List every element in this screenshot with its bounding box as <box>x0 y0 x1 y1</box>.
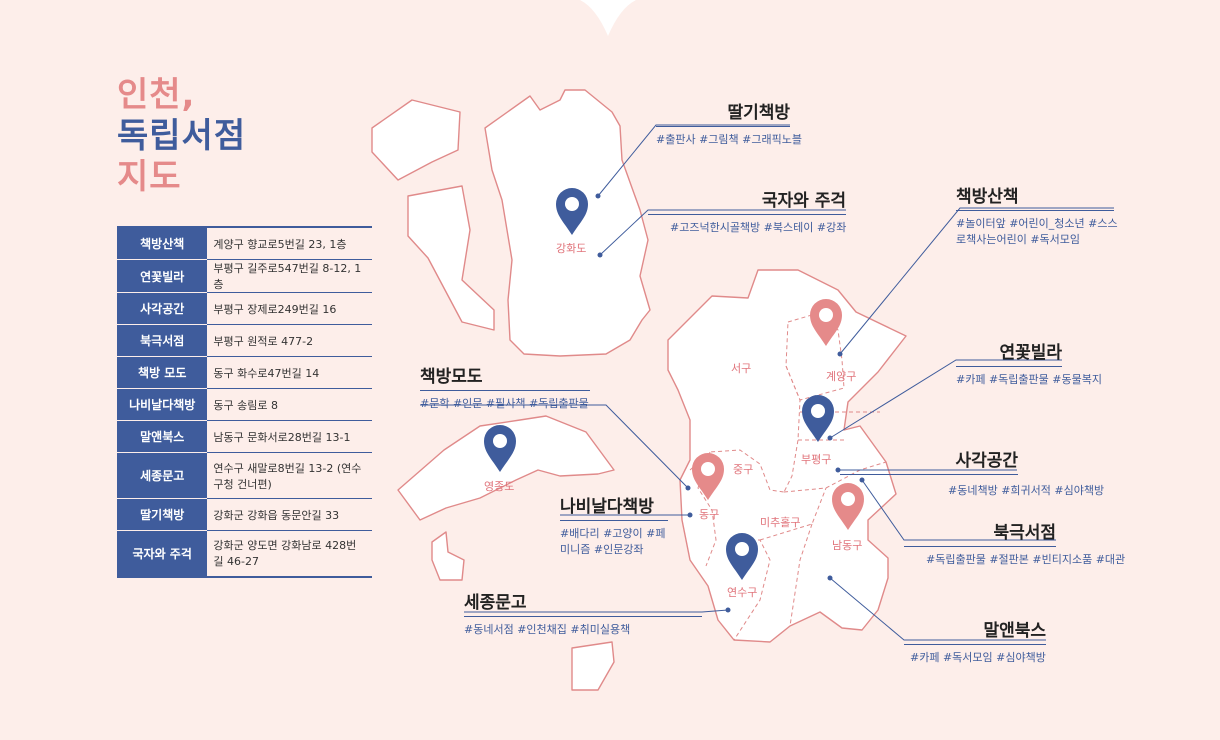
label-underline <box>656 126 790 127</box>
label-tags: #동네책방 #희귀서적 #심야책방 <box>948 484 1105 497</box>
store-name: 책방 모도 <box>117 356 208 389</box>
label-tags: #문학 #인문 #필사책 #독립출판물 <box>420 397 589 410</box>
label-malaen: 말앤북스 #카페 #독서모임 #심야책방 <box>904 616 1046 666</box>
yeongjong-island <box>397 415 615 521</box>
label-underline <box>560 520 668 521</box>
label-tags: #카페 #독립출판물 #동물복지 <box>956 373 1102 386</box>
store-name: 책방산책 <box>117 226 208 260</box>
store-address: 동구 화수로47번길 14 <box>207 356 372 389</box>
store-address: 부평구 길주로547번길 8-12, 1층 <box>207 259 372 293</box>
island-north <box>371 99 461 181</box>
store-address: 동구 송림로 8 <box>207 388 372 421</box>
label-underline <box>840 474 1018 475</box>
label-name: 나비날다책방 <box>560 497 654 517</box>
label-modo: 책방모도 #문학 #인문 #필사책 #독립출판물 <box>420 362 590 412</box>
label-underline <box>956 366 1062 367</box>
label-ttalgi: 딸기책방 #출판사 #그림책 #그래픽노블 <box>656 98 802 148</box>
store-name: 말앤북스 <box>117 420 208 453</box>
table-row: 국자와 주걱 강화군 양도면 강화남로 428번길 46-27 <box>117 530 372 578</box>
store-name: 사각공간 <box>117 292 208 325</box>
label-underline <box>956 210 1114 211</box>
table-row: 책방 모도 동구 화수로47번길 14 <box>117 356 372 389</box>
label-yeonkkot: 연꽃빌라 #카페 #독립출판물 #동물복지 <box>956 338 1102 388</box>
label-tags: #놀이터앞 #어린이_청소년 #스스로책사는어린이 #독서모임 <box>956 217 1118 246</box>
bookstore-address-table: 책방산책 계양구 향교로5번길 23, 1층 연꽃빌라 부평구 길주로547번길… <box>117 226 372 578</box>
store-address: 계양구 향교로5번길 23, 1층 <box>207 226 372 260</box>
label-underline <box>648 214 846 215</box>
district-yeongjong: 영종도 <box>484 480 515 493</box>
label-nabi: 나비날다책방 #배다리 #고양이 #페미니즘 #인문강좌 <box>560 492 668 558</box>
store-address: 부평구 장제로249번길 16 <box>207 292 372 325</box>
table-row: 세종문고 연수구 새말로8번길 13-2 (연수구청 건너편) <box>117 452 372 499</box>
label-underline <box>420 390 590 391</box>
store-name: 세종문고 <box>117 452 208 499</box>
label-underline <box>904 546 1056 547</box>
label-name: 책방산책 <box>956 187 1019 207</box>
table-row: 책방산책 계양구 향교로5번길 23, 1층 <box>117 226 372 260</box>
store-name: 국자와 주걱 <box>117 530 208 578</box>
table-row: 북극서점 부평구 원적로 477-2 <box>117 324 372 357</box>
label-tags: #카페 #독서모임 #심야책방 <box>910 651 1046 664</box>
island-small-2 <box>571 641 615 691</box>
label-sagak: 사각공간 #동네책방 #희귀서적 #심야책방 <box>840 446 1105 499</box>
table-row: 연꽃빌라 부평구 길주로547번길 8-12, 1층 <box>117 259 372 293</box>
label-name: 말앤북스 <box>983 621 1046 641</box>
district-bupyeong: 부평구 <box>801 453 832 466</box>
district-gyeyang: 계양구 <box>826 370 857 383</box>
label-name: 북극서점 <box>993 523 1056 543</box>
label-tags: #고즈넉한시골책방 #북스테이 #강좌 <box>670 221 847 234</box>
store-name: 나비날다책방 <box>117 388 208 421</box>
table-row: 나비날다책방 동구 송림로 8 <box>117 388 372 421</box>
island-west <box>407 185 495 331</box>
store-address: 연수구 새말로8번길 13-2 (연수구청 건너편) <box>207 452 372 499</box>
store-name: 연꽃빌라 <box>117 259 208 293</box>
district-donggu: 동구 <box>699 508 720 521</box>
label-sanchaek: 책방산책 #놀이터앞 #어린이_청소년 #스스로책사는어린이 #독서모임 <box>956 182 1118 248</box>
district-namdong: 남동구 <box>832 539 863 552</box>
store-address: 강화군 강화읍 동문안길 33 <box>207 498 372 531</box>
island-small-1 <box>431 531 465 581</box>
district-junggu: 중구 <box>733 463 754 476</box>
district-ganghwa: 강화도 <box>556 242 587 255</box>
table-row: 말앤북스 남동구 문화서로28번길 13-1 <box>117 420 372 453</box>
label-bukgeuk: 북극서점 #독립출판물 #절판본 #빈티지소품 #대관 <box>904 518 1126 568</box>
label-tags: #출판사 #그림책 #그래픽노블 <box>656 133 802 146</box>
store-name: 딸기책방 <box>117 498 208 531</box>
label-underline <box>904 644 1046 645</box>
store-name: 북극서점 <box>117 324 208 357</box>
label-tags: #동네서점 #인천채집 #취미실용책 <box>464 623 631 636</box>
title-incheon: 인천, <box>117 75 196 115</box>
label-tags: #배다리 #고양이 #페미니즘 #인문강좌 <box>560 527 666 556</box>
store-address: 강화군 양도면 강화남로 428번길 46-27 <box>207 530 372 578</box>
district-michuhol: 미추홀구 <box>760 516 801 529</box>
table-row: 사각공간 부평구 장제로249번길 16 <box>117 292 372 325</box>
table-row: 딸기책방 강화군 강화읍 동문안길 33 <box>117 498 372 531</box>
store-address: 남동구 문화서로28번길 13-1 <box>207 420 372 453</box>
store-address: 부평구 원적로 477-2 <box>207 324 372 357</box>
label-sejong: 세종문고 #동네서점 #인천채집 #취미실용책 <box>464 588 702 638</box>
label-underline <box>464 616 702 617</box>
label-name: 사각공간 <box>955 451 1018 471</box>
label-name: 연꽃빌라 <box>999 343 1062 363</box>
district-seogu: 서구 <box>731 362 752 375</box>
label-name: 세종문고 <box>464 593 527 613</box>
label-name: 딸기책방 <box>727 103 790 123</box>
label-name: 책방모도 <box>420 367 483 387</box>
district-yeonsu: 연수구 <box>727 586 758 599</box>
label-name: 국자와 주걱 <box>761 191 846 211</box>
label-tags: #독립출판물 #절판본 #빈티지소품 #대관 <box>926 553 1126 566</box>
title-bookstores: 독립서점 <box>117 116 247 156</box>
title-map: 지도 <box>117 157 182 197</box>
label-gukja: 국자와 주걱 #고즈넉한시골책방 #북스테이 #강좌 <box>648 186 846 236</box>
